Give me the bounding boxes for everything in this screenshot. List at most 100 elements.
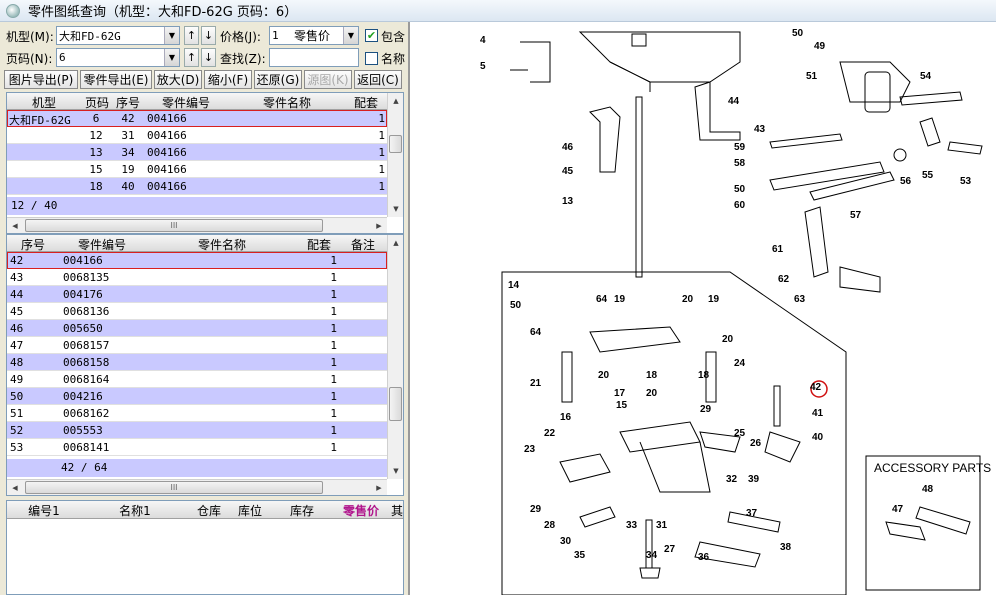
part-label-50[interactable]: 50 bbox=[792, 28, 804, 39]
part-label-45[interactable]: 45 bbox=[562, 166, 574, 177]
part-label-60[interactable]: 60 bbox=[734, 200, 746, 211]
part-label-59[interactable]: 59 bbox=[734, 142, 746, 153]
page-select[interactable]: 6 ▼ bbox=[56, 48, 180, 67]
vertical-scrollbar[interactable]: ▲ ▼ bbox=[387, 93, 403, 217]
page-down-button[interactable]: ↓ bbox=[201, 48, 216, 67]
page-up-button[interactable]: ↑ bbox=[184, 48, 199, 67]
part-label-23[interactable]: 23 bbox=[524, 444, 536, 455]
part-label-21[interactable]: 21 bbox=[530, 378, 542, 389]
part-label-46[interactable]: 46 bbox=[562, 142, 574, 153]
part-label-19[interactable]: 19 bbox=[614, 294, 626, 305]
col-code[interactable]: 编号1 bbox=[28, 504, 60, 518]
col-seq[interactable]: 序号 bbox=[115, 96, 140, 110]
part-label-39[interactable]: 39 bbox=[748, 474, 760, 485]
part-label-20[interactable]: 20 bbox=[598, 370, 610, 381]
col-seq[interactable]: 序号 bbox=[20, 238, 45, 252]
part-label-34[interactable]: 34 bbox=[646, 550, 658, 561]
export-parts-button[interactable]: 零件导出(E) bbox=[80, 70, 152, 89]
back-button[interactable]: 返回(C) bbox=[354, 70, 402, 89]
part-label-63[interactable]: 63 bbox=[794, 294, 806, 305]
col-warehouse[interactable]: 仓库 bbox=[196, 504, 221, 518]
horizontal-scrollbar[interactable]: ◀ III ▶ bbox=[7, 479, 387, 495]
part-label-44[interactable]: 44 bbox=[728, 96, 740, 107]
export-image-button[interactable]: 图片导出(P) bbox=[4, 70, 78, 89]
scroll-up-icon[interactable]: ▲ bbox=[393, 239, 399, 247]
part-label-17[interactable]: 17 bbox=[614, 388, 626, 399]
part-label-19[interactable]: 19 bbox=[708, 294, 720, 305]
part-label-37[interactable]: 37 bbox=[746, 508, 758, 519]
part-label-5[interactable]: 5 bbox=[480, 61, 486, 72]
part-label-15[interactable]: 15 bbox=[616, 400, 628, 411]
part-label-18[interactable]: 18 bbox=[698, 370, 710, 381]
include-checkbox[interactable]: ✔ bbox=[365, 29, 378, 42]
part-label-20[interactable]: 20 bbox=[682, 294, 694, 305]
col-qty[interactable]: 配套 bbox=[353, 96, 378, 110]
stock-grid[interactable]: 编号1 名称1 仓库 库位 库存 零售价 其 bbox=[6, 500, 404, 595]
col-part-number[interactable]: 零件编号 bbox=[161, 96, 210, 110]
col-remark[interactable]: 备注 bbox=[350, 238, 375, 252]
part-label-35[interactable]: 35 bbox=[574, 550, 586, 561]
part-label-51[interactable]: 51 bbox=[806, 71, 818, 82]
scroll-thumb[interactable] bbox=[389, 135, 402, 153]
part-label-29[interactable]: 29 bbox=[530, 504, 542, 515]
part-label-13[interactable]: 13 bbox=[562, 196, 574, 207]
part-label-42[interactable]: 42 bbox=[810, 382, 822, 393]
restore-button[interactable]: 还原(G) bbox=[254, 70, 302, 89]
model-select[interactable]: 大和FD-62G ▼ bbox=[56, 26, 180, 45]
col-qty[interactable]: 配套 bbox=[306, 238, 331, 252]
scroll-right-icon[interactable]: ▶ bbox=[376, 221, 382, 230]
part-label-36[interactable]: 36 bbox=[698, 552, 710, 563]
scroll-left-icon[interactable]: ◀ bbox=[12, 221, 18, 230]
col-stock[interactable]: 库存 bbox=[289, 504, 314, 518]
col-name[interactable]: 名称1 bbox=[119, 504, 151, 518]
col-part-number[interactable]: 零件编号 bbox=[77, 238, 126, 252]
part-label-43[interactable]: 43 bbox=[754, 124, 766, 135]
part-label-25[interactable]: 25 bbox=[734, 428, 746, 439]
scroll-down-icon[interactable]: ▼ bbox=[393, 467, 399, 475]
part-label-50[interactable]: 50 bbox=[510, 300, 522, 311]
part-label-57[interactable]: 57 bbox=[850, 210, 862, 221]
part-label-58[interactable]: 58 bbox=[734, 158, 746, 169]
part-label-38[interactable]: 38 bbox=[780, 542, 792, 553]
part-label-22[interactable]: 22 bbox=[544, 428, 556, 439]
part-label-29[interactable]: 29 bbox=[700, 404, 712, 415]
col-other[interactable]: 其 bbox=[390, 504, 403, 518]
part-label-47[interactable]: 47 bbox=[892, 504, 904, 515]
move-up-button[interactable]: ↑ bbox=[184, 26, 199, 45]
horizontal-scrollbar[interactable]: ◀ III ▶ bbox=[7, 217, 387, 233]
scroll-left-icon[interactable]: ◀ bbox=[12, 483, 18, 492]
part-label-53[interactable]: 53 bbox=[960, 176, 972, 187]
part-label-31[interactable]: 31 bbox=[656, 520, 668, 531]
chevron-down-icon[interactable]: ▼ bbox=[164, 49, 179, 66]
part-label-28[interactable]: 28 bbox=[544, 520, 556, 531]
part-label-24[interactable]: 24 bbox=[734, 358, 746, 369]
price-select[interactable]: 1 零售价 ▼ bbox=[269, 26, 359, 45]
scroll-thumb[interactable]: III bbox=[25, 219, 323, 232]
vertical-scrollbar[interactable]: ▲ ▼ bbox=[387, 235, 403, 479]
part-label-56[interactable]: 56 bbox=[900, 176, 912, 187]
scroll-up-icon[interactable]: ▲ bbox=[393, 97, 399, 105]
search-input[interactable] bbox=[269, 48, 359, 67]
part-label-27[interactable]: 27 bbox=[664, 544, 676, 555]
source-image-button[interactable]: 源图(K) bbox=[304, 70, 352, 89]
part-label-30[interactable]: 30 bbox=[560, 536, 572, 547]
part-label-32[interactable]: 32 bbox=[726, 474, 738, 485]
part-label-49[interactable]: 49 bbox=[814, 41, 826, 52]
scroll-down-icon[interactable]: ▼ bbox=[393, 205, 399, 213]
